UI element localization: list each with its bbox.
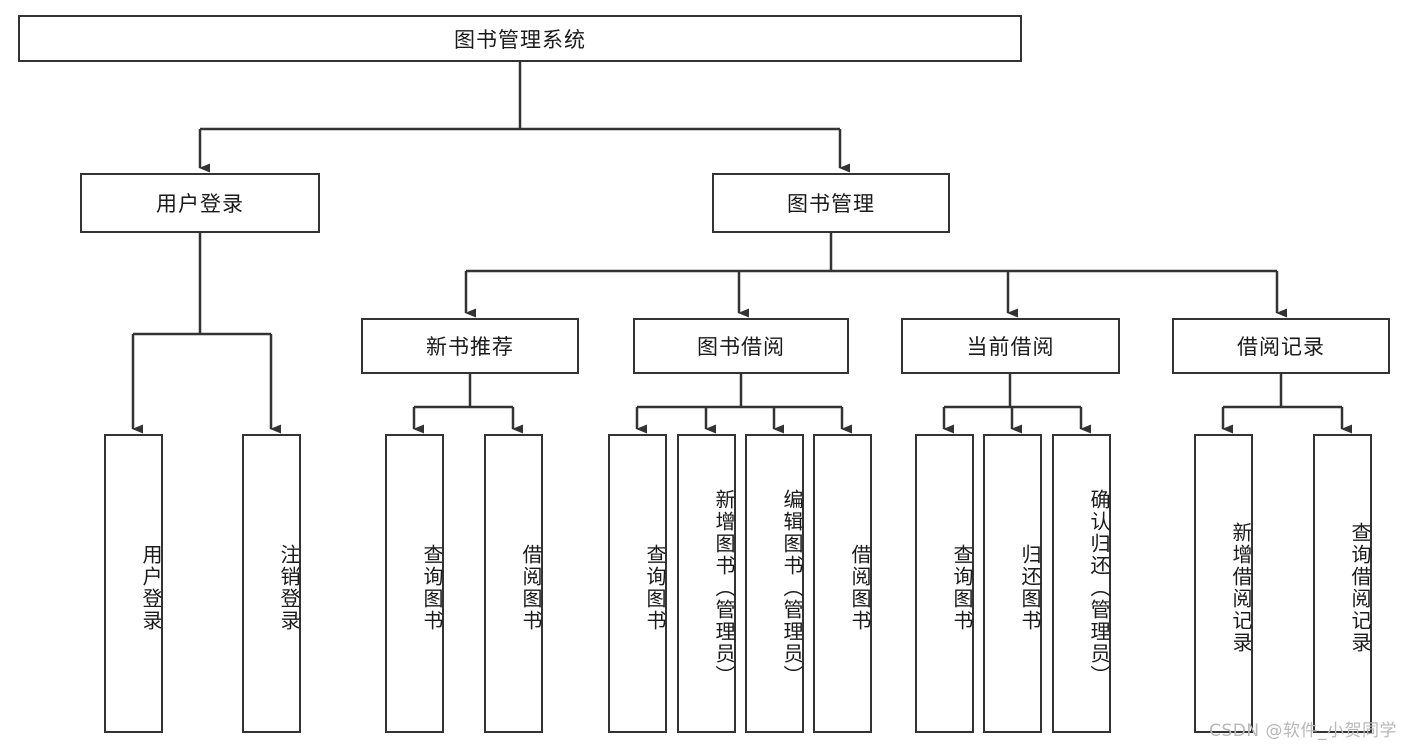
node-borrow-record-label: 借阅记录: [1237, 335, 1325, 359]
node-book-management[interactable]: 图书管理: [712, 173, 950, 233]
node-user-login-label: 用户登录: [156, 192, 244, 216]
node-user-login[interactable]: 用户登录: [80, 173, 320, 233]
leaf-node[interactable]: 查询借阅记录: [1313, 434, 1372, 733]
node-new-book-recommend[interactable]: 新书推荐: [361, 318, 579, 374]
node-root-label: 图书管理系统: [454, 27, 586, 52]
node-book-borrow-label: 图书借阅: [697, 335, 785, 359]
leaf-node[interactable]: 确认归还（管理员）: [1052, 434, 1111, 733]
leaf-node-label: 新增图书（管理员）: [712, 488, 736, 687]
leaf-node[interactable]: 查询图书: [915, 434, 974, 733]
leaf-node-label: 借阅图书: [519, 543, 543, 632]
leaf-node[interactable]: 用户登录: [104, 434, 163, 733]
leaf-node-label: 借阅图书: [848, 543, 872, 632]
node-book-management-label: 图书管理: [787, 192, 875, 216]
leaf-node[interactable]: 查询图书: [385, 434, 444, 733]
node-borrow-record[interactable]: 借阅记录: [1172, 318, 1390, 374]
leaf-node-label: 编辑图书（管理员）: [780, 488, 804, 687]
leaf-node[interactable]: 编辑图书（管理员）: [745, 434, 804, 733]
leaf-node[interactable]: 借阅图书: [813, 434, 872, 733]
node-new-book-recommend-label: 新书推荐: [426, 335, 514, 359]
leaf-node-label: 查询图书: [950, 543, 974, 632]
node-root[interactable]: 图书管理系统: [18, 15, 1022, 62]
leaf-node[interactable]: 新增借阅记录: [1194, 434, 1253, 733]
leaf-node[interactable]: 查询图书: [608, 434, 667, 733]
leaf-node-label: 查询图书: [420, 543, 444, 632]
leaf-node-label: 注销登录: [277, 543, 301, 632]
csdn-watermark: CSDN @软件_小贺同学: [1209, 721, 1397, 741]
leaf-node[interactable]: 归还图书: [983, 434, 1042, 733]
leaf-node-label: 归还图书: [1018, 543, 1042, 632]
leaf-node[interactable]: 借阅图书: [484, 434, 543, 733]
leaf-node-label: 查询借阅记录: [1348, 521, 1372, 654]
leaf-node[interactable]: 新增图书（管理员）: [677, 434, 736, 733]
leaf-node-label: 新增借阅记录: [1229, 521, 1253, 654]
node-current-borrow-label: 当前借阅: [966, 335, 1055, 359]
leaf-node-label: 用户登录: [139, 543, 163, 632]
leaf-node[interactable]: 注销登录: [242, 434, 301, 733]
leaf-node-label: 确认归还（管理员）: [1087, 488, 1111, 687]
leaf-node-label: 查询图书: [643, 543, 667, 632]
node-current-borrow[interactable]: 当前借阅: [901, 318, 1120, 374]
node-book-borrow[interactable]: 图书借阅: [633, 318, 849, 374]
